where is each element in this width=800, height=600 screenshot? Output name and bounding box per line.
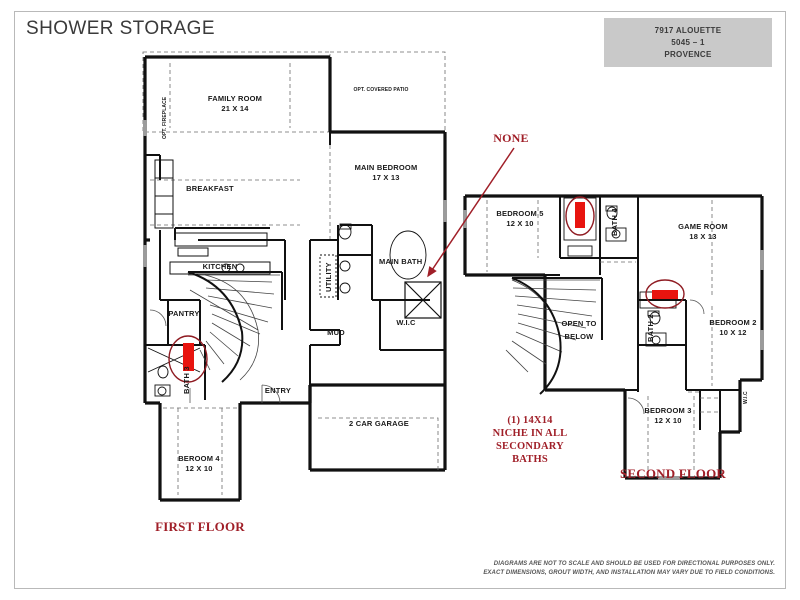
highlight-bath-4-shower (565, 196, 595, 236)
room-label-bedroom-3: BEDROOM 3 12 X 10 (644, 406, 692, 425)
room-label-game-room: GAME ROOM 18 X 13 (678, 222, 728, 241)
room-label-main-bath: MAIN BATH (379, 257, 423, 266)
none-callout-label: NONE (493, 131, 529, 145)
option-label-opt-covered-patio: OPT. COVERED PATIO (353, 87, 409, 93)
niche-note: (1) 14X14 NICHE IN ALL SECONDARY BATHS (492, 415, 568, 465)
room-label-bedroom-2: BEDROOM 2 10 X 12 (709, 318, 757, 337)
room-label-bath-3: BATH 3 (182, 366, 191, 394)
highlight-bath-3-shower (168, 335, 208, 383)
disclaimer-line-1: DIAGRAMS ARE NOT TO SCALE AND SHOULD BE … (493, 561, 775, 567)
room-label-open-to-below: OPEN TO BELOW (561, 319, 597, 341)
disclaimer-note: DIAGRAMS ARE NOT TO SCALE AND SHOULD BE … (470, 560, 775, 577)
second-floor-label: SECOND FLOOR (619, 466, 727, 481)
first-floor-label: FIRST FLOOR (155, 519, 245, 534)
room-label-entry: ENTRY (264, 386, 292, 395)
room-label-pantry: PANTRY (168, 309, 200, 318)
page-title: SHOWER STORAGE (26, 18, 215, 39)
room-label-wic-first: W.I.C (396, 318, 416, 327)
room-label-bedroom-5: BEDROOM 5 12 X 10 (496, 209, 544, 228)
room-label-family-room: FAMILY ROOM 21 X 14 (207, 94, 263, 113)
room-label-2-car-garage: 2 CAR GARAGE (349, 419, 409, 428)
title-block-address: 7917 ALOUETTE (654, 25, 722, 35)
title-block: 7917 ALOUETTE 5045 – 1 PROVENCE (604, 18, 772, 67)
highlight-bath-2-shower (645, 279, 685, 309)
room-label-kitchen: KITCHEN (202, 262, 238, 271)
room-label-utility: UTILITY (324, 262, 333, 292)
first-floor-plan (142, 51, 447, 502)
title-block-plan-number: 5045 – 1 (671, 37, 705, 47)
second-floor-plan (463, 194, 764, 480)
room-label-wic-second: W.I.C (743, 391, 749, 405)
option-label-opt-fireplace: OPT. FIREPLACE (162, 96, 168, 140)
title-block-community: PROVENCE (664, 49, 712, 59)
room-label-breakfast: BREAKFAST (186, 184, 234, 193)
room-label-mud: MUD (327, 328, 345, 337)
disclaimer-line-2: EXACT DIMENSIONS, GROUT WIDTH, AND INSTA… (483, 569, 775, 576)
room-label-bedroom-4: BEROOM 4 12 X 10 (178, 454, 220, 473)
none-callout-leader (427, 147, 515, 278)
room-label-main-bedroom: MAIN BEDROOM 17 X 13 (354, 163, 418, 182)
room-label-bath-4: BATH 4 (610, 208, 619, 236)
room-label-bath-2: BATH 2 (646, 314, 655, 342)
